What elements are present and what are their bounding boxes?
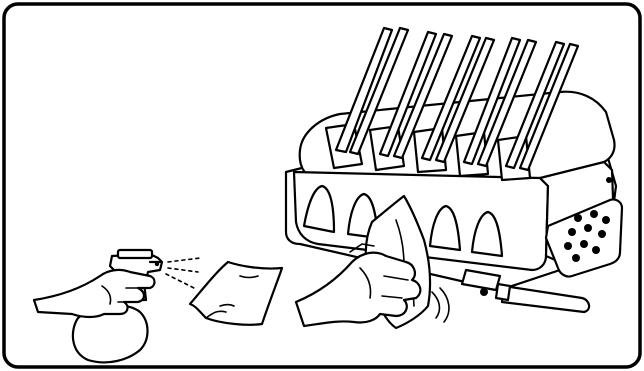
- motion-lines-icon: [432, 288, 449, 322]
- wipe-cloth-icon: [190, 262, 282, 325]
- spray-mist-icon: [166, 258, 200, 288]
